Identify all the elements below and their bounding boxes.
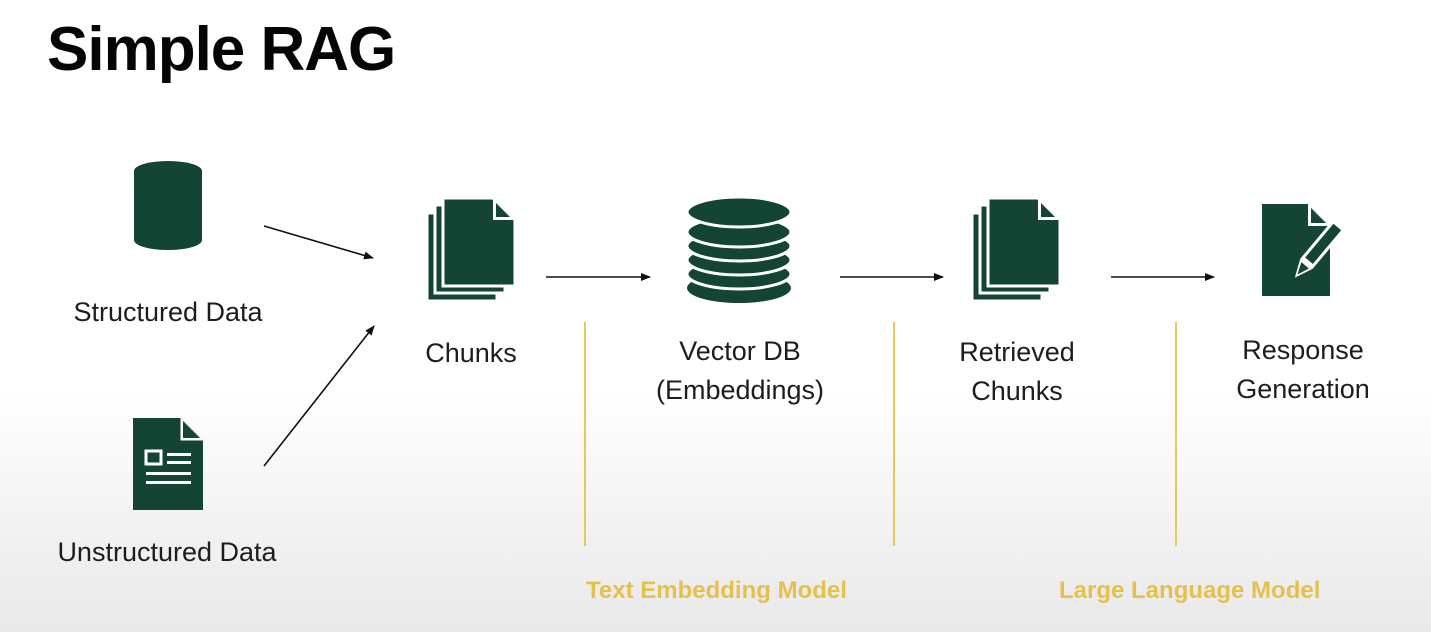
stacked-pages-icon — [425, 197, 517, 303]
arrow-unstructured-to-chunks — [263, 325, 375, 467]
page-title: Simple RAG — [47, 15, 396, 84]
chunks-label: Chunks — [425, 338, 517, 368]
vector-db-label-line1: Vector DB — [679, 336, 801, 366]
retrieved-chunks-label-line1: Retrieved — [959, 337, 1075, 367]
response-generation-label-line1: Response — [1242, 335, 1364, 365]
arrow-structured-to-chunks — [263, 225, 374, 260]
retrieved-pages-icon — [970, 197, 1062, 303]
large-language-model-label: Large Language Model — [1059, 577, 1321, 604]
divider-line — [1175, 322, 1177, 546]
document-pencil-icon — [1262, 204, 1346, 296]
divider-line — [584, 322, 586, 546]
unstructured-data-label: Unstructured Data — [57, 537, 277, 567]
response-generation-label-line2: Generation — [1236, 374, 1370, 404]
retrieved-chunks-label-line2: Chunks — [971, 376, 1063, 406]
divider-line — [893, 322, 895, 546]
vector-database-icon — [686, 196, 792, 303]
vector-db-label-line2: (Embeddings) — [655, 375, 825, 405]
document-icon — [133, 418, 203, 510]
text-embedding-model-label: Text Embedding Model — [586, 577, 847, 604]
structured-data-label: Structured Data — [73, 297, 263, 327]
database-cylinder-icon — [134, 161, 202, 250]
